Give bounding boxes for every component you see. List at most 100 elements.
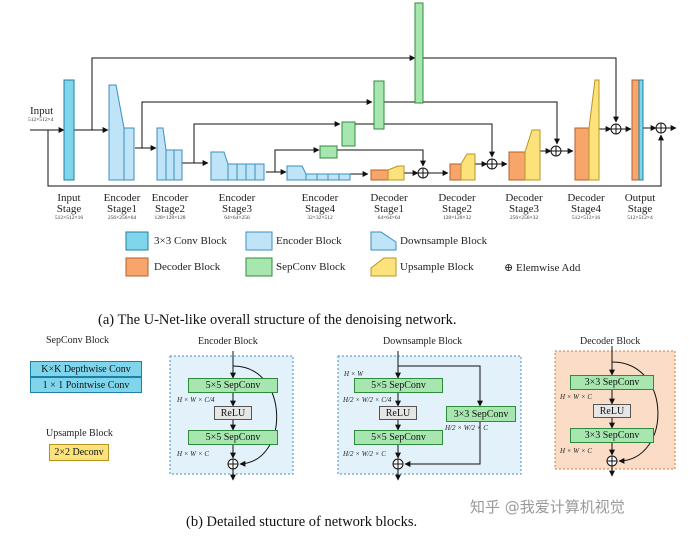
encoder-block-shape [316,173,329,181]
downsample-side-sepconv-box: 3×3 SepConv [446,406,516,422]
encoder-sepconv1-box: 5×5 SepConv [188,378,278,393]
stage-name2: Stage4 [571,203,601,215]
add-icon-4 [610,123,622,135]
stage-dim: 512×512×16 [571,215,601,221]
legend-add-label: ⊕ Elemwise Add [504,261,580,274]
caption-a: (a) The U-Net-like overall structure of … [98,312,457,328]
decoder-block-shape [449,163,462,181]
stage-name: Encoder [218,192,256,204]
stage-name: Decoder [370,192,408,204]
legend-encoder-label: Encoder Block [276,235,342,247]
decoder-sepconv1-box: 3×3 SepConv [570,375,654,390]
decoder-stage1-blocks [370,165,405,181]
encoder-block-shape [123,127,135,181]
encoder-block-shape [305,173,318,181]
stage-name2: Stage1 [107,203,137,215]
stage-dim: 256×256×32 [509,215,539,221]
encoder-block-shape [245,163,256,181]
encoder-block-shape [338,173,351,181]
encoder-block-shape [165,149,175,181]
stage-label-encoder4: Encoder Stage4 32×32×512 [295,193,345,222]
stage-name: Encoder [103,192,141,204]
legend-encoder-icon [245,231,273,251]
stage-dim: 64×64×256 [224,215,250,221]
decoder-dim2: H × W × C [560,447,593,455]
stage-name2: Stage2 [155,203,185,215]
legend-sepconv-label: SepConv Block [276,261,346,273]
stage-dim: 128×128×32 [442,215,472,221]
stage-label-input: Input Stage 512×512×16 [49,193,89,222]
encoder-sepconv2-box: 5×5 SepConv [188,430,278,445]
stage-name: Encoder [151,192,189,204]
downsample-block-shape [286,165,307,181]
add-icon-2 [486,158,498,170]
stage-label-decoder4: Decoder Stage4 512×512×16 [561,193,611,222]
sepconv-skip-block-4 [319,145,338,159]
upsample-block-shape [524,129,541,181]
sepconv-skip-block-1 [414,2,424,104]
decoder-sepconv2-box: 3×3 SepConv [570,428,654,443]
decoder-block-shape [631,79,640,181]
decoder-block-shape [574,127,590,181]
downsample-block-title: Downsample Block [383,336,463,347]
upsample-block-shape [460,153,476,181]
stage-name2: Stage [56,203,82,215]
stage-dim: 256×256×64 [107,215,137,221]
sepconv-depthwise-box: K×K Depthwise Conv [30,361,142,377]
encoder-block-shape [173,149,183,181]
decoder-relu-box: ReLU [593,404,631,418]
encoder-block-title: Encoder Block [198,336,258,347]
stage-name: Decoder [438,192,476,204]
sepconv-skip-block-2 [373,80,385,130]
legend-decoder-icon [125,257,149,277]
decoder-block-shape [508,151,526,181]
downsample-add-icon [392,458,404,470]
stage-dim: 512×512×16 [54,215,84,221]
encoder-relu-box: ReLU [214,406,252,420]
stage-name2: Stage3 [509,203,539,215]
add-icon-3 [550,145,562,157]
legend-upsample-icon [370,257,397,277]
encoder-stage4-blocks [286,165,351,181]
stage-label-encoder1: Encoder Stage1 256×256×64 [97,193,147,222]
elemwise-add-icons [417,122,667,179]
downsample-sepconv2-box: 5×5 SepConv [354,430,443,445]
stage-label-decoder2: Decoder Stage2 128×128×32 [432,193,482,222]
watermark-text: 知乎 @我爱计算机视觉 [470,498,625,516]
decoder-add-icon [606,455,618,467]
sepconv-pointwise-box: 1 × 1 Pointwise Conv [30,377,142,393]
upsample-deconv-box: 2×2 Deconv [49,444,109,461]
decoder-dim1: H × W × C [560,393,593,401]
stage-dim: 32×32×512 [307,215,333,221]
output-stage-blocks [631,79,644,181]
stage-label-decoder3: Decoder Stage3 256×256×32 [499,193,549,222]
encoder-dim2: H × W × C [177,450,210,458]
caption-b: (b) Detailed stucture of network blocks. [186,514,418,530]
encoder-dim1: H × W × C/4 [177,396,215,404]
sepconv-skip-block-3 [341,121,356,147]
legend-downsample-icon [370,231,397,251]
stage-name2: Stage4 [305,203,335,215]
decoder-stage4-blocks [574,79,600,181]
input-label: Input [30,105,54,117]
legend-sepconv-icon [245,257,273,277]
add-symbol-icon: ⊕ [504,262,514,274]
stage-name: Decoder [505,192,543,204]
legend-add-text: Elemwise Add [515,262,581,274]
downsample-block-shape [156,127,167,181]
decoder-block-shape [370,169,389,181]
main-flow [30,55,677,187]
downsample-in-dim: H × W [344,370,364,378]
downsample-block-arrows [395,351,483,481]
stage-name2: Stage [627,203,653,215]
decoder-stage3-blocks [508,129,541,181]
stage-dim: 64×64×64 [377,215,401,221]
stage-dim: 512×512×4 [627,215,653,221]
input-stage-conv-block [63,79,75,181]
legend-decoder-label: Decoder Block [154,261,221,273]
stage-name: Output [624,192,656,204]
legend-downsample-label: Downsample Block [400,235,488,247]
upsample-block-title: Upsample Block [46,428,113,439]
decoder-block-arrows [609,346,659,477]
upsample-block-shape [387,165,405,181]
